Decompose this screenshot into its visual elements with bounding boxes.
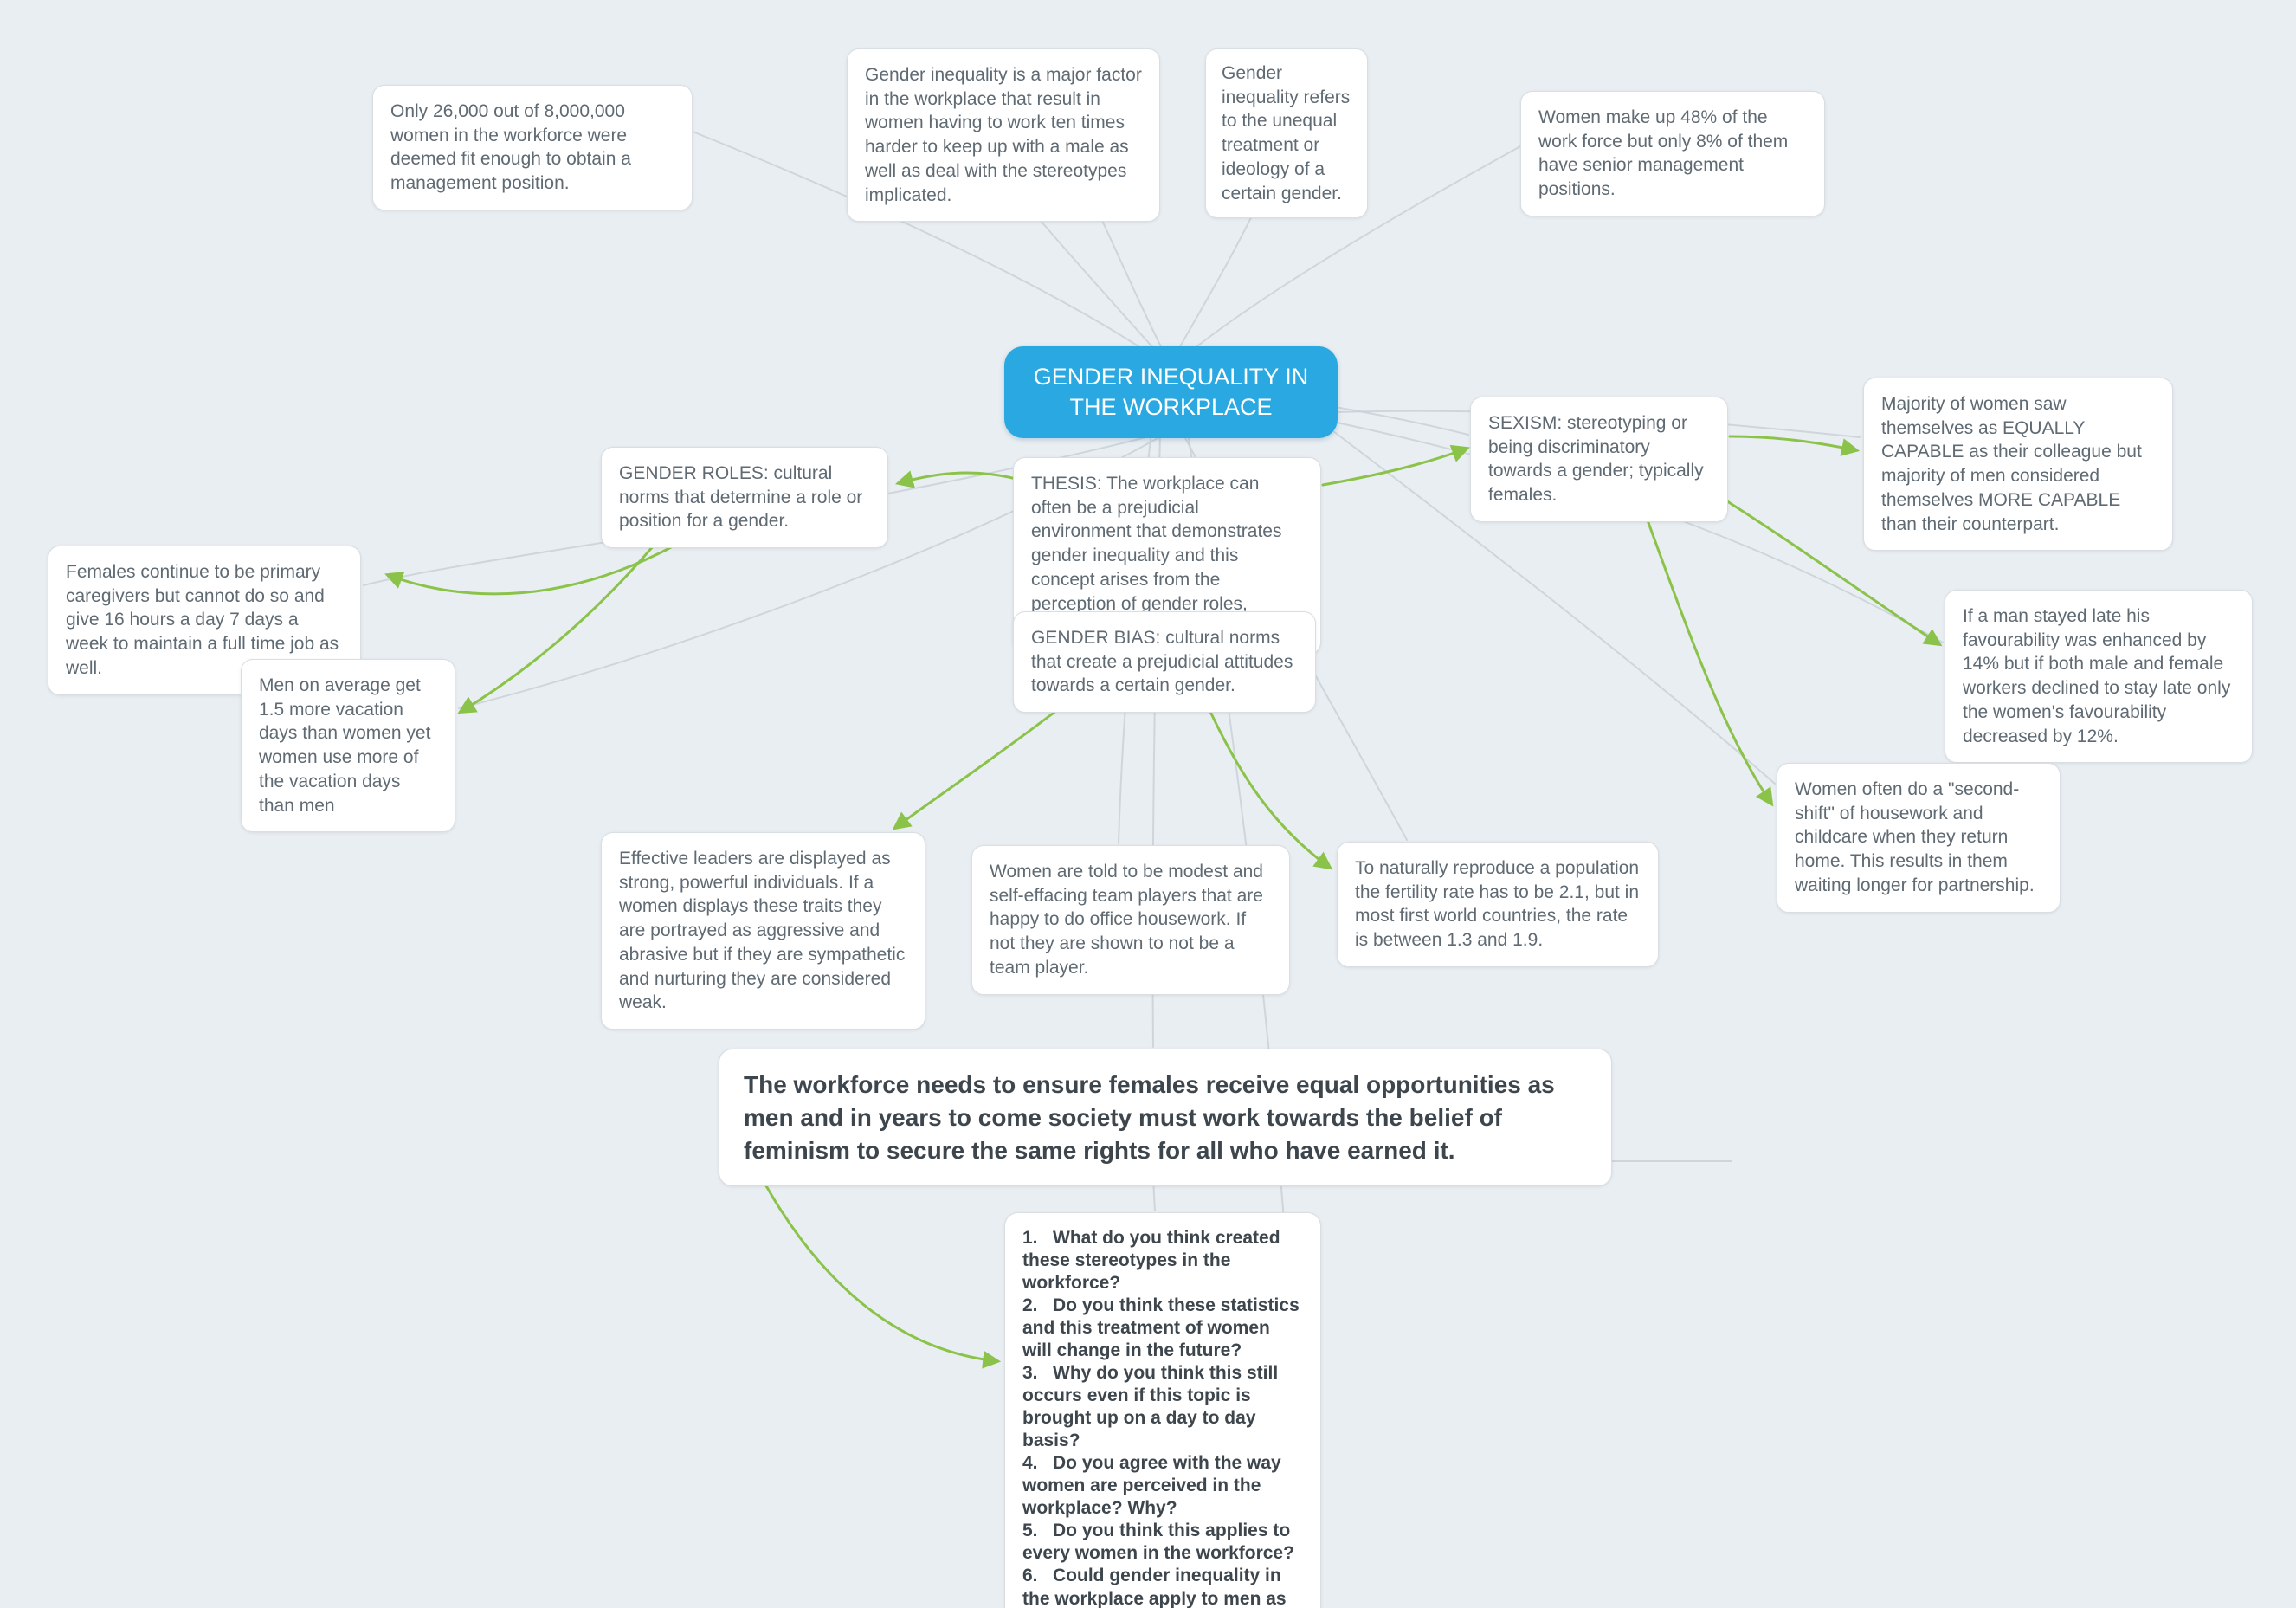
node-sexism[interactable]: SEXISM: stereotyping or being discrimina… bbox=[1470, 397, 1728, 522]
node-discussion-questions[interactable]: 1. What do you think created these stere… bbox=[1004, 1212, 1321, 1608]
node-gender-roles[interactable]: GENDER ROLES: cultural norms that determ… bbox=[601, 447, 888, 549]
node-gender-bias[interactable]: GENDER BIAS: cultural norms that create … bbox=[1013, 611, 1316, 714]
node-effective-leaders[interactable]: Effective leaders are displayed as stron… bbox=[601, 832, 925, 1030]
node-central-topic[interactable]: GENDER INEQUALITY IN THE WORKPLACE bbox=[1004, 346, 1338, 439]
node-modest-team-players[interactable]: Women are told to be modest and self-eff… bbox=[971, 845, 1290, 995]
node-definition[interactable]: Gender inequality refers to the unequal … bbox=[1205, 48, 1368, 219]
node-stayed-late[interactable]: If a man stayed late his favourability w… bbox=[1945, 590, 2253, 764]
node-conclusion[interactable]: The workforce needs to ensure females re… bbox=[719, 1049, 1612, 1187]
node-vacation-days[interactable]: Men on average get 1.5 more vacation day… bbox=[241, 659, 455, 833]
node-second-shift[interactable]: Women often do a "second-shift" of house… bbox=[1777, 763, 2061, 913]
node-major-factor[interactable]: Gender inequality is a major factor in t… bbox=[847, 48, 1160, 223]
node-equally-capable[interactable]: Majority of women saw themselves as EQUA… bbox=[1863, 378, 2173, 552]
node-fertility-rate[interactable]: To naturally reproduce a population the … bbox=[1337, 842, 1659, 967]
node-workforce-percentage[interactable]: Women make up 48% of the work force but … bbox=[1520, 91, 1825, 216]
node-management-statistic[interactable]: Only 26,000 out of 8,000,000 women in th… bbox=[372, 85, 693, 210]
